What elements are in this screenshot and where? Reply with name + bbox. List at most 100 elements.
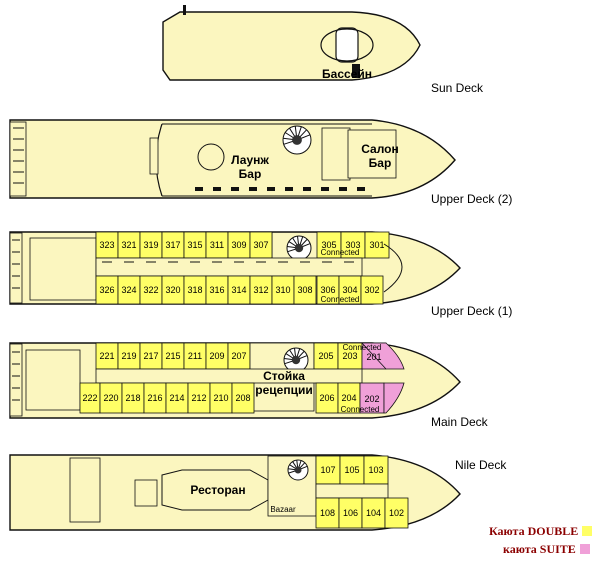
main-connected-bottom: Connected (341, 405, 380, 414)
main-bottom-cabin-number: 220 (103, 393, 118, 403)
main-corridor (95, 368, 363, 384)
main-bottom-cabin-number: 212 (191, 393, 206, 403)
room-salon-label-2: Бар (369, 156, 392, 170)
nile-bottom-cabin-number: 108 (320, 508, 335, 518)
upper2-bar-counter (149, 137, 159, 175)
main-suite-top-number: 201 (366, 352, 381, 362)
upper1-bottom-cabin-number: 326 (99, 285, 114, 295)
upper1-bottom-cabin-number: 320 (165, 285, 180, 295)
upper1-top-cabin-number: 309 (231, 240, 246, 250)
upper1-connected-top: Connected (321, 248, 360, 257)
bazaar-label: Bazaar (270, 505, 296, 514)
room-restaurant-label: Ресторан (190, 483, 245, 497)
main-bottom-cabin-number: 210 (213, 393, 228, 403)
main-top-cabin-number: 221 (99, 351, 114, 361)
upper2-window (195, 187, 203, 191)
upper1-bow-seat (383, 243, 403, 293)
upper2-stairs-core (292, 135, 302, 145)
upper1-bottom-fore-cabin (360, 275, 384, 305)
main-suite-bottom-bow (383, 382, 405, 414)
upper2-window (321, 187, 329, 191)
main-top-fore-cabin (337, 342, 363, 370)
main-suite-bottom (359, 382, 385, 414)
upper1-top-cabin-number: 319 (143, 240, 158, 250)
pool-outline (320, 28, 374, 62)
main-bottom-cabin-number: 208 (235, 393, 250, 403)
nile-top-cabin-number: 107 (320, 465, 335, 475)
upper1-top-fore-cabin-number: 301 (369, 240, 384, 250)
upper2-window (231, 187, 239, 191)
upper1-bottom-cabin-number: 314 (231, 285, 246, 295)
upper1-bottom-cabin (293, 275, 317, 305)
main-service (25, 349, 81, 411)
upper1-bottom-cabin-number: 318 (187, 285, 202, 295)
nile-galley (69, 457, 101, 523)
nile-top-cabin (315, 455, 341, 485)
upper1-top-cabin-number: 307 (253, 240, 268, 250)
upper1-bottom-cabin-number: 312 (253, 285, 268, 295)
main-top-cabin-number: 219 (121, 351, 136, 361)
upper2-salon (347, 129, 397, 179)
upper1-connected-bottom: Connected (321, 295, 360, 304)
upper1-top-fore-cabin-number: 303 (345, 240, 360, 250)
upper2-window (339, 187, 347, 191)
upper1-bottom-cabin-number: 316 (209, 285, 224, 295)
legend-suite-swatch (579, 544, 590, 554)
deck-name-upper2: Upper Deck (2) (431, 192, 512, 206)
main-suite-top-bow (361, 342, 405, 370)
upper1-top-fore-cabin-number: 305 (321, 240, 336, 250)
upper1-bottom-cabin-number: 308 (297, 285, 312, 295)
nile-bottom-cabin-number: 102 (389, 508, 404, 518)
legend-double-swatch (582, 526, 593, 536)
upper1-bottom-cabin-number: 324 (121, 285, 136, 295)
upper2-window (357, 187, 365, 191)
deck-labels: Бассейн Sun Deck Лаунж Бар Салон Бар Upp… (82, 67, 512, 518)
nile-corridor (315, 483, 389, 499)
main-top-fore-cabin-number: 205 (318, 351, 333, 361)
room-lounge-label-1: Лаунж (231, 153, 269, 167)
deck-shapes (9, 5, 461, 531)
upper1-top-cabin-number: 323 (99, 240, 114, 250)
upper1-top-cabin-number: 315 (187, 240, 202, 250)
upper1-stern (9, 232, 23, 304)
main-top-fore-cabin (313, 342, 339, 370)
nile-top-cabin-number: 103 (368, 465, 383, 475)
upper2-window (285, 187, 293, 191)
main-top-cabin-number: 209 (209, 351, 224, 361)
main-bottom-cabin-number: 214 (169, 393, 184, 403)
upper1-bottom-cabin-number: 322 (143, 285, 158, 295)
nile-buffet (134, 479, 158, 507)
room-lounge-label-2: Бар (239, 167, 262, 181)
upper2-window (249, 187, 257, 191)
main-bottom-cabin-number: 218 (125, 393, 140, 403)
nile-top-cabin (339, 455, 365, 485)
main-suite-bottom-number: 202 (364, 394, 379, 404)
room-reception-label-1: Стойка (263, 369, 305, 383)
main-top-cabin-number: 207 (231, 351, 246, 361)
nile-top-cabin-number: 105 (344, 465, 359, 475)
nile-stairs-core (294, 466, 302, 474)
nile-bottom-cabin-number: 104 (366, 508, 381, 518)
main-bottom-stern-cabin-number: 222 (82, 393, 97, 403)
upper2-salon-wall (321, 127, 351, 181)
legend-double-label: Каюта DOUBLE (489, 524, 579, 538)
main-top-cabin-number: 215 (165, 351, 180, 361)
deck-name-upper1: Upper Deck (1) (431, 304, 512, 318)
main-bottom-fore-cabin-number: 204 (341, 393, 356, 403)
upper1-bottom-fore-cabin-number: 302 (364, 285, 379, 295)
main-stairs-core (291, 355, 301, 365)
upper2-round-table (197, 143, 225, 171)
legend-double: Каюта DOUBLE (489, 524, 593, 539)
room-pool-label: Бассейн (322, 67, 372, 81)
deck-name-main: Main Deck (431, 415, 489, 429)
upper1-bottom-fore-cabin-number: 306 (320, 285, 335, 295)
upper1-stairs-core (294, 243, 304, 253)
sun-deck-hull (162, 11, 421, 81)
upper2-window (303, 187, 311, 191)
main-top-cabin-number: 217 (143, 351, 158, 361)
upper1-bottom-cabin-number: 310 (275, 285, 290, 295)
upper1-top-cabin-number: 317 (165, 240, 180, 250)
upper2-stern (9, 121, 27, 197)
upper2-window (213, 187, 221, 191)
